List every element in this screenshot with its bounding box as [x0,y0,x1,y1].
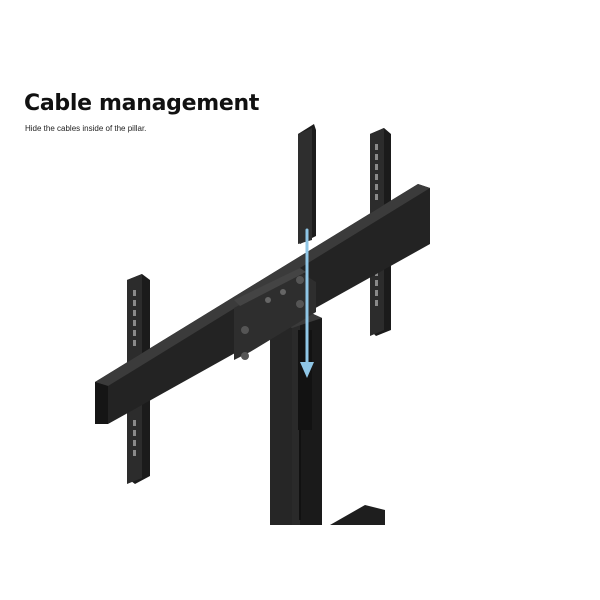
page-subtitle: Hide the cables inside of the pillar. [25,124,147,133]
page-title: Cable management [24,91,260,116]
cable-cover [298,124,316,244]
pillar-cable-slot [298,330,312,430]
base-foot [330,505,385,525]
mount-bracket [234,268,316,360]
insert-arrow-icon [300,228,314,378]
pillar [270,308,322,525]
